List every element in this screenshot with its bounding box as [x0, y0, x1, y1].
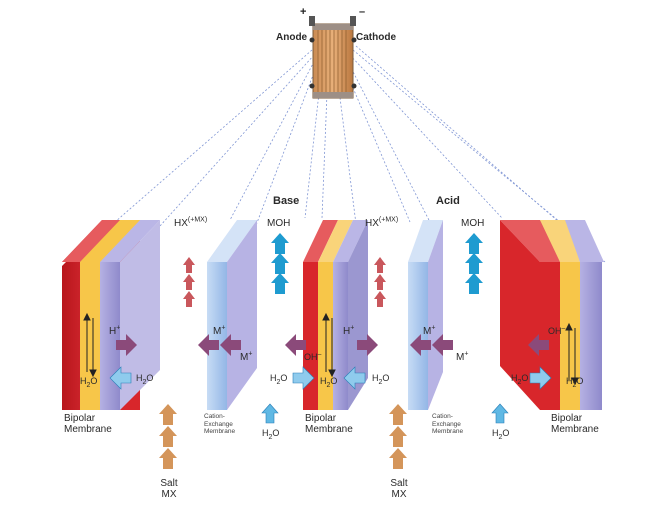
h2o-label-center-arrow-right: H2O [372, 373, 390, 386]
oh-minus-label-center: OH– [304, 351, 322, 362]
hx-label-right: HX(+MX) [365, 216, 399, 229]
m-plus-label-left-top: M+ [213, 324, 226, 337]
h-plus-label-left: H+ [109, 324, 121, 337]
cathode-minus-sign: – [359, 6, 366, 18]
h2o-label-left-arrow: H2O [136, 373, 154, 386]
horizontal-purple-arrows [116, 334, 549, 356]
h2o-label-right-membrane: H2O [566, 376, 584, 389]
h-plus-label-center: H+ [343, 324, 355, 337]
hx-arrows-right [374, 257, 386, 307]
internal-arrows [83, 312, 579, 386]
bipolar-membrane-center [303, 220, 368, 410]
cation-exchange-membrane-left [207, 220, 257, 410]
bipolar-membrane-right [500, 220, 604, 410]
h2o-label-bottom-right: H2O [492, 428, 510, 441]
oh-minus-label-right: OH– [548, 325, 566, 336]
horizontal-h2o-arrows [109, 366, 552, 390]
moh-arrows-left [271, 233, 289, 294]
moh-label-left: MOH [267, 218, 291, 229]
h2o-label-bottom-left: H2O [262, 428, 280, 441]
base-label: Base [273, 195, 300, 207]
h2o-up-arrows [261, 403, 509, 424]
anode-plus-sign: + [300, 6, 307, 18]
cathode-label: Cathode [356, 32, 396, 43]
h2o-label-right-arrow: H2O [511, 373, 529, 386]
anode-label: Anode [276, 32, 308, 43]
cation-exchange-membrane-right [408, 220, 443, 410]
m-plus-label-right-top: M+ [423, 324, 436, 337]
acid-label: Acid [436, 195, 460, 207]
h2o-label-center-arrow-left: H2O [270, 373, 288, 386]
salt-arrows-left [159, 404, 177, 469]
salt-arrows-right [389, 404, 407, 469]
moh-arrows-right [465, 233, 483, 294]
h2o-label-center-membrane: H2O [320, 376, 338, 389]
moh-label-right: MOH [461, 218, 485, 229]
m-plus-label-right-bottom: M+ [456, 350, 469, 363]
h2o-label-left-membrane: H2O [80, 376, 98, 389]
electrodialysis-stack [309, 16, 357, 99]
m-plus-label-left-bottom: M+ [240, 350, 253, 363]
hx-label-left: HX(+MX) [174, 216, 208, 229]
hx-arrows-left [183, 257, 195, 307]
